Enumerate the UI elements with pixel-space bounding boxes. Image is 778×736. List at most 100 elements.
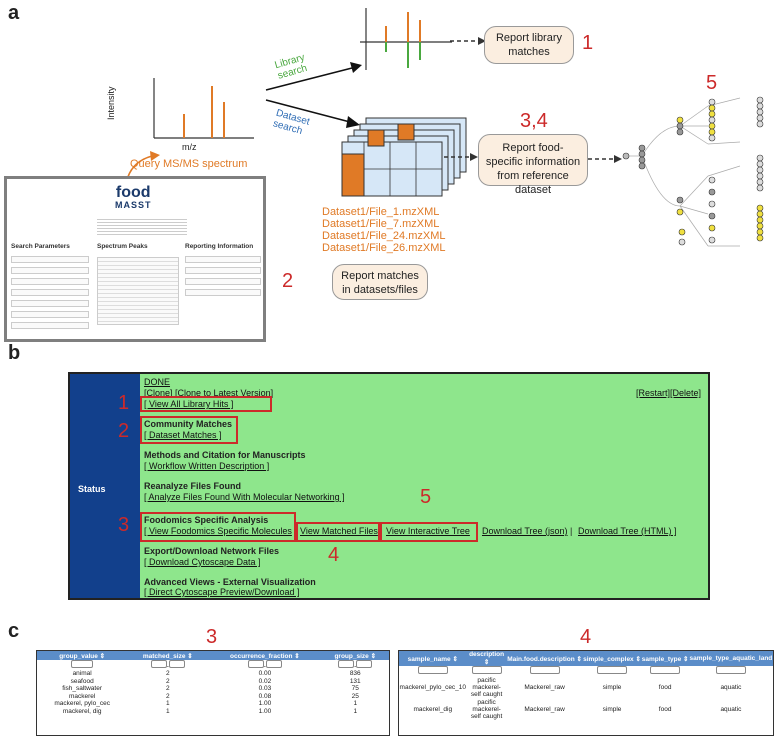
- filter-input[interactable]: [471, 666, 502, 674]
- filter-input[interactable]: [529, 666, 560, 674]
- input-field[interactable]: [11, 311, 89, 318]
- input-field[interactable]: [185, 289, 261, 296]
- number-3-4: 3,4: [520, 110, 548, 132]
- sample-table: sample_name ⇕ description ⇕ Main.food.de…: [399, 651, 773, 720]
- logo-food-text: food: [115, 184, 151, 201]
- export-title: Export/Download Network Files: [144, 546, 280, 556]
- file-item: Dataset1/File_1.mzXML: [322, 206, 440, 218]
- number-5: 5: [706, 72, 718, 94]
- b-number-3: 3: [118, 514, 130, 536]
- view-matched-files-link[interactable]: View Matched Files: [300, 526, 378, 536]
- report-library-box: Report library matches: [484, 26, 574, 64]
- download-tree-json-link[interactable]: Download Tree (json): [482, 526, 568, 536]
- col-sample-name[interactable]: sample_name ⇕: [399, 651, 467, 666]
- filter-range[interactable]: [356, 660, 373, 668]
- peaks-textarea[interactable]: [97, 257, 179, 325]
- col-sample-type-aquatic-land[interactable]: sample_type_aquatic_land: [688, 651, 773, 666]
- done-link[interactable]: DONE: [144, 377, 171, 387]
- filter-input[interactable]: [597, 666, 628, 674]
- file-item: Dataset1/File_26.mzXML: [322, 242, 446, 254]
- status-sidebar: Status: [70, 374, 140, 598]
- input-field[interactable]: [185, 256, 261, 263]
- description-text-block: [97, 217, 187, 237]
- dataset-matches-link[interactable]: [ Dataset Matches ]: [144, 430, 222, 440]
- col-description[interactable]: description ⇕: [466, 651, 507, 666]
- community-matches-title: Community Matches: [144, 419, 233, 429]
- cytoscape-preview-link[interactable]: [ Direct Cytoscape Preview/Download ]: [144, 587, 300, 597]
- number-1: 1: [582, 32, 594, 54]
- analyze-files-link[interactable]: [ Analyze Files Found With Molecular Net…: [144, 492, 345, 502]
- report-food-info-box: Report food-specific information from re…: [478, 134, 588, 196]
- filter-range[interactable]: [150, 660, 167, 668]
- library-spectrum: [360, 8, 452, 70]
- col-simple-complex[interactable]: simple_complex ⇕: [582, 651, 642, 666]
- col-matched-size[interactable]: matched_size ⇕: [127, 651, 209, 660]
- foodmasst-interface: food MASST Search Parameters Spectrum Pe…: [4, 176, 266, 342]
- c-number-4: 4: [580, 626, 592, 648]
- spectrum-xlabel: m/z: [182, 142, 197, 152]
- search-arrows: [265, 62, 362, 128]
- methods-title: Methods and Citation for Manuscripts: [144, 450, 306, 460]
- restart-delete-links[interactable]: [Restart][Delete]: [636, 388, 702, 398]
- filter-input[interactable]: [71, 660, 94, 668]
- input-field[interactable]: [11, 267, 89, 274]
- reporting-fields: [185, 255, 261, 300]
- input-field[interactable]: [11, 322, 89, 329]
- col-group-value[interactable]: group_value ⇕: [37, 651, 128, 660]
- col-group-size[interactable]: group_size ⇕: [321, 651, 389, 660]
- report-datasets-box: Report matches in datasets/files: [332, 264, 428, 300]
- dashed-arrow-food: [444, 153, 478, 161]
- filter-input[interactable]: [417, 666, 448, 674]
- panel-c-letter: c: [8, 620, 20, 642]
- filter-range[interactable]: [247, 660, 264, 668]
- input-field[interactable]: [11, 256, 89, 263]
- reanalyze-title: Reanalyze Files Found: [144, 481, 242, 491]
- dataset-file-stack: [341, 117, 467, 197]
- b-number-2: 2: [118, 420, 130, 442]
- input-field[interactable]: [11, 289, 89, 296]
- file-item: Dataset1/File_24.mzXML: [322, 230, 446, 242]
- workflow-description-link[interactable]: [ Workflow Written Description ]: [144, 461, 270, 471]
- number-2: 2: [282, 270, 294, 292]
- view-foodomics-molecules-link[interactable]: [ View Foodomics Specific Molecules: [144, 526, 292, 536]
- query-spectrum: [153, 78, 254, 139]
- reporting-info-title: Reporting Information: [185, 243, 254, 250]
- b-number-1: 1: [118, 392, 130, 414]
- status-panel: Status DONE [Clone] [Clone to Latest Ver…: [68, 372, 710, 600]
- status-label: Status: [78, 484, 106, 494]
- filter-input[interactable]: [650, 666, 681, 674]
- col-sample-type[interactable]: sample_type ⇕: [641, 651, 689, 666]
- view-library-hits-link[interactable]: [ View All Library Hits ]: [144, 399, 234, 409]
- foodomics-title: Foodomics Specific Analysis: [144, 515, 269, 525]
- advanced-views-title: Advanced Views - External Visualization: [144, 577, 316, 587]
- col-occurrence-fraction[interactable]: occurrence_fraction ⇕: [208, 651, 322, 660]
- filter-range[interactable]: [338, 660, 355, 668]
- input-field[interactable]: [11, 278, 89, 285]
- spectrum-peaks-title: Spectrum Peaks: [97, 243, 148, 250]
- view-interactive-tree-link[interactable]: View Interactive Tree: [386, 526, 470, 536]
- download-tree-html-link[interactable]: Download Tree (HTML) ]: [578, 526, 677, 536]
- col-main-food-description[interactable]: Main.food.description ⇕: [506, 651, 583, 666]
- input-field[interactable]: [11, 300, 89, 307]
- input-field[interactable]: [185, 278, 261, 285]
- b-number-4: 4: [328, 544, 340, 566]
- foodmasst-logo: food MASST: [115, 184, 152, 211]
- search-parameters-title: Search Parameters: [11, 243, 70, 250]
- food-tree: [622, 96, 764, 247]
- clone-links[interactable]: [Clone] [Clone to Latest Version]: [144, 388, 274, 398]
- sample-table-frame: sample_name ⇕ description ⇕ Main.food.de…: [398, 650, 774, 736]
- filter-range[interactable]: [265, 660, 282, 668]
- filter-range[interactable]: [168, 660, 185, 668]
- filter-input[interactable]: [715, 666, 746, 674]
- download-cytoscape-link[interactable]: [ Download Cytoscape Data ]: [144, 557, 261, 567]
- highlight-box-2: [140, 416, 238, 444]
- input-field[interactable]: [185, 267, 261, 274]
- logo-masst-text: MASST: [115, 200, 152, 210]
- highlight-box-4: [296, 522, 380, 542]
- search-parameters-fields: [11, 255, 89, 333]
